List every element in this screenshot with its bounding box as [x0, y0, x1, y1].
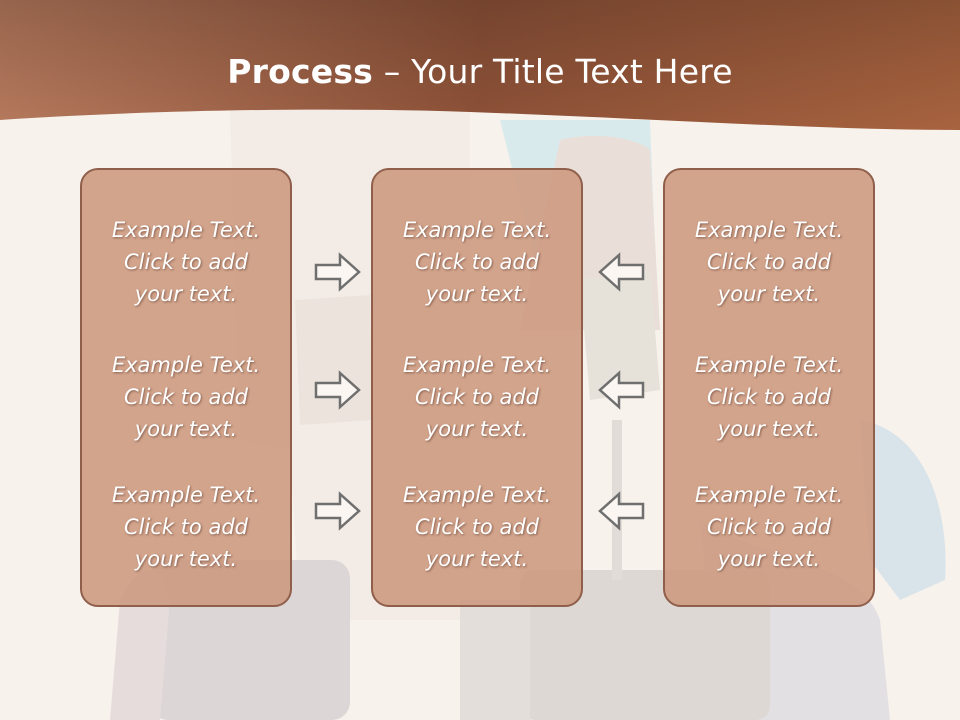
- title-bold: Process: [227, 52, 374, 91]
- left-arrow-icon: [598, 252, 645, 292]
- left-arrow-icon: [598, 370, 645, 410]
- right-arrow-icon: [314, 370, 361, 410]
- slide-title[interactable]: Process – Your Title Text Here: [0, 52, 960, 91]
- left-arrow-icon: [598, 491, 645, 531]
- title-rest: – Your Title Text Here: [373, 52, 733, 91]
- right-arrow-icon: [314, 252, 361, 292]
- right-arrow-icon: [314, 491, 361, 531]
- header-band: [0, 0, 960, 130]
